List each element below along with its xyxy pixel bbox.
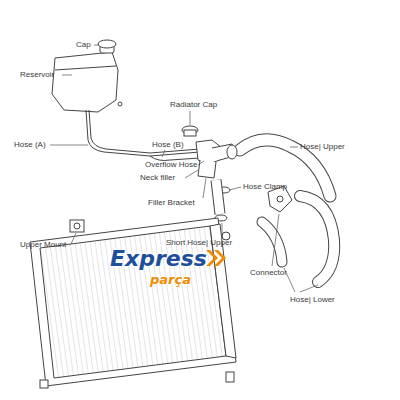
leader-line <box>198 161 204 165</box>
short-hose <box>215 180 227 221</box>
part-label: Upper Mount <box>20 240 66 250</box>
logo-text: parça <box>150 272 191 287</box>
reservoir <box>52 52 118 112</box>
part-label: Filler Bracket <box>148 198 195 208</box>
leader-line <box>300 285 318 292</box>
leader-line <box>229 187 241 190</box>
leader-line <box>203 178 206 198</box>
part-label: Neck filler <box>140 173 175 183</box>
leader-line <box>94 45 99 46</box>
part-label: Reservoir <box>20 70 54 80</box>
lower-hose <box>300 196 334 282</box>
leader-line <box>50 145 88 146</box>
lower-hose <box>300 196 334 282</box>
leader-line <box>190 111 191 125</box>
neck-filler <box>182 126 234 178</box>
leader-line <box>62 75 72 76</box>
leader-line <box>290 147 298 148</box>
hose-b <box>150 156 200 161</box>
lower-hose <box>262 222 282 262</box>
logo-text: Express <box>110 246 207 271</box>
reservoir <box>98 40 116 48</box>
radiator <box>226 372 234 382</box>
reservoir <box>55 66 116 70</box>
part-label: Overflow Hose <box>145 160 197 170</box>
radiator <box>74 223 80 229</box>
radiator <box>40 226 226 378</box>
reservoir <box>118 102 122 106</box>
logo-chevrons <box>206 250 218 266</box>
part-label: Hose Clamp <box>243 182 287 192</box>
short-hose <box>216 180 220 214</box>
radiator <box>70 220 84 232</box>
part-label: Radiator Cap <box>170 100 217 110</box>
part-label: Hose (B) <box>152 140 184 150</box>
hose-a <box>86 110 200 156</box>
part-label: Hose| Upper <box>300 142 345 152</box>
hose-a <box>86 110 200 156</box>
neck-filler <box>198 160 216 178</box>
connector <box>277 196 283 202</box>
part-label: Connector <box>250 268 287 278</box>
part-label: Cap <box>76 40 91 50</box>
part-label: Hose| Lower <box>290 295 335 305</box>
leader-line <box>222 223 223 237</box>
reservoir <box>52 40 122 112</box>
leader-line <box>50 45 318 292</box>
neck-filler <box>184 130 196 136</box>
hose-a <box>89 110 200 153</box>
hose-b <box>150 156 200 161</box>
logo-chevrons <box>214 250 226 266</box>
part-label: Hose (A) <box>14 140 46 150</box>
short-hose <box>216 180 220 214</box>
leader-line <box>185 170 198 178</box>
leader-line <box>162 150 165 157</box>
upper-hose <box>227 145 237 159</box>
leader-line <box>272 214 279 266</box>
leader-line <box>71 233 76 244</box>
lower-hose <box>262 222 282 262</box>
logo-chevrons <box>206 250 226 266</box>
radiator <box>40 380 48 388</box>
